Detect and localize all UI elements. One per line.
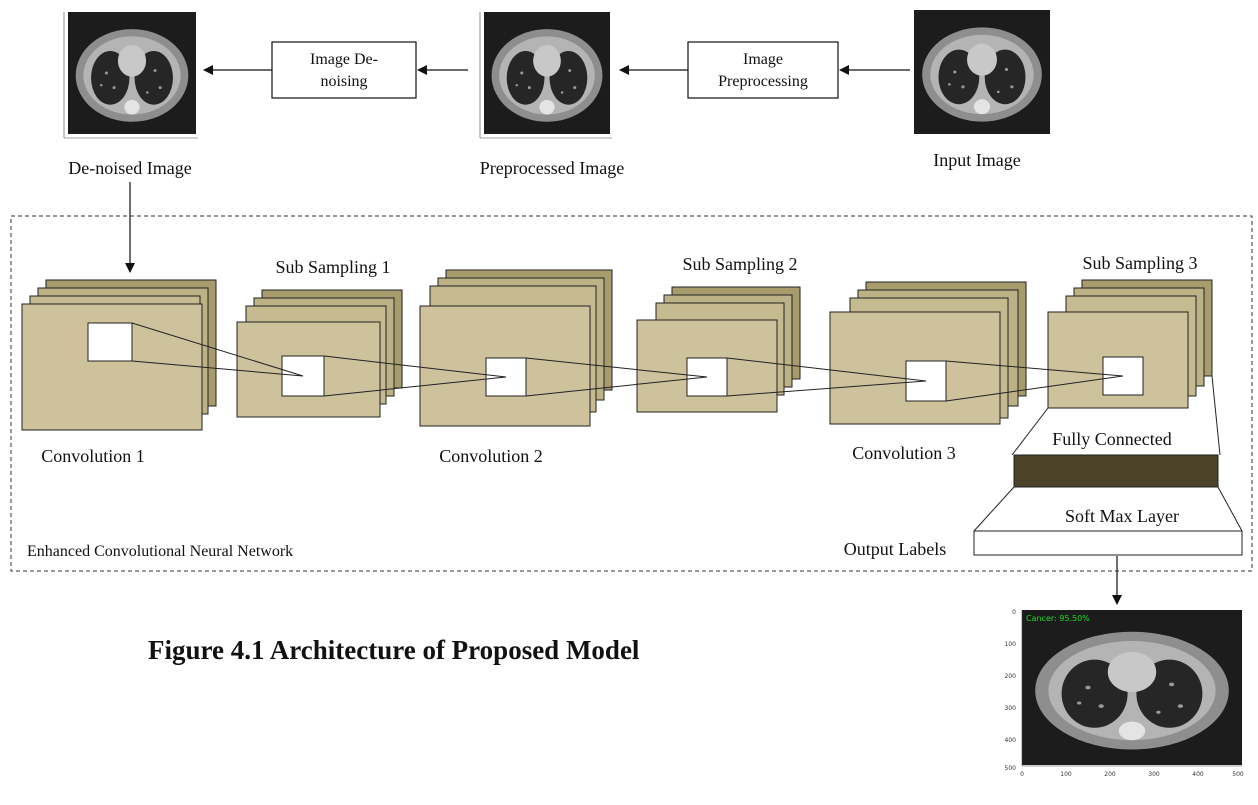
sub1-stack <box>236 289 403 418</box>
network-title: Enhanced Convolutional Neural Network <box>27 543 293 560</box>
denoised-image-panel <box>52 8 202 148</box>
conv3-label: Convolution 3 <box>852 443 956 463</box>
result-ytick-400: 400 <box>1005 737 1017 744</box>
result-xtick-100: 100 <box>1060 771 1072 778</box>
figure-caption: Figure 4.1 Architecture of Proposed Mode… <box>148 635 640 665</box>
output-labels-label: Output Labels <box>844 539 946 559</box>
fully-connected-bar <box>1013 454 1219 488</box>
sub3-label: Sub Sampling 3 <box>1082 253 1197 273</box>
input-ct-image <box>914 10 1050 134</box>
conv3-stack <box>829 281 1027 425</box>
kernel-connections <box>131 322 1124 402</box>
preprocessed-image-label: Preprocessed Image <box>480 158 624 178</box>
result-xtick-400: 400 <box>1192 771 1204 778</box>
input-image-label: Input Image <box>933 150 1020 170</box>
preprocessing-box <box>687 41 839 99</box>
result-image-panel: Cancer: 95.50% 0 100 200 300 400 500 0 1… <box>1000 606 1250 802</box>
result-ytick-500: 500 <box>1005 765 1017 772</box>
result-ct-image <box>1022 610 1242 765</box>
sub2-label: Sub Sampling 2 <box>682 254 797 274</box>
result-xtick-200: 200 <box>1104 771 1116 778</box>
result-ytick-200: 200 <box>1005 673 1017 680</box>
conv1-kernel <box>87 322 133 362</box>
denoising-box-line2: noising <box>320 73 367 90</box>
denoised-ct-image <box>68 12 196 134</box>
softmax-label: Soft Max Layer <box>1065 506 1179 526</box>
denoised-image-label: De-noised Image <box>68 158 191 178</box>
result-ytick-300: 300 <box>1005 705 1017 712</box>
denoising-box <box>271 41 417 99</box>
preprocessing-box-line2: Preprocessing <box>718 73 808 90</box>
sub1-label: Sub Sampling 1 <box>275 257 390 277</box>
input-image-panel <box>914 10 1050 134</box>
conv1-label: Convolution 1 <box>41 446 145 466</box>
preprocessing-box-line1: Image <box>743 51 783 68</box>
conv2-stack <box>419 269 613 427</box>
result-xtick-0: 0 <box>1020 771 1024 778</box>
softmax-layer-box <box>973 530 1243 556</box>
conv1-stack <box>21 279 217 431</box>
fully-connected-section <box>973 375 1243 556</box>
result-ytick-100: 100 <box>1005 641 1017 648</box>
result-xtick-300: 300 <box>1148 771 1160 778</box>
fully-connected-label: Fully Connected <box>1052 429 1172 449</box>
preprocessed-image-panel <box>468 8 616 148</box>
conv2-label: Convolution 2 <box>439 446 543 466</box>
denoising-box-line1: Image De- <box>310 51 378 68</box>
result-overlay-text: Cancer: 95.50% <box>1026 614 1090 623</box>
result-ytick-0: 0 <box>1012 609 1016 616</box>
sub2-stack <box>636 286 801 413</box>
result-xtick-500: 500 <box>1232 771 1244 778</box>
preprocessed-ct-image <box>484 12 610 134</box>
sub3-stack <box>1047 279 1213 409</box>
